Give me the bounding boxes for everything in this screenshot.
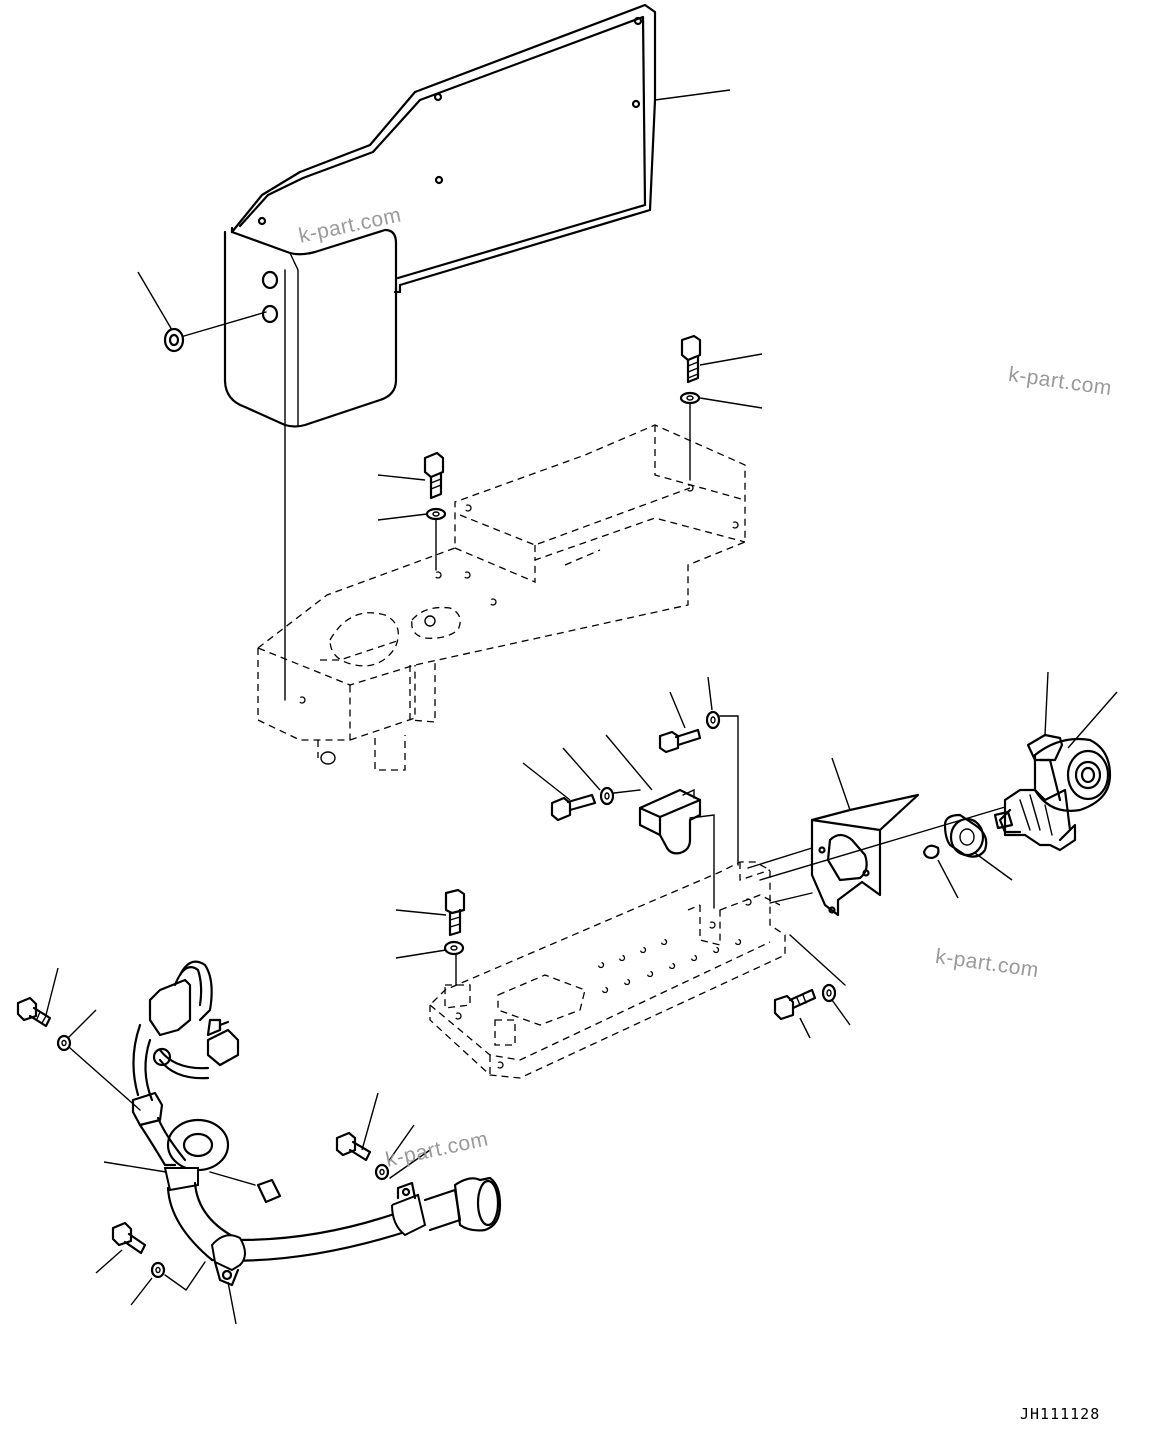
switch-assembly bbox=[993, 733, 1112, 852]
small-bracket bbox=[638, 788, 702, 855]
angle-cover bbox=[810, 793, 920, 917]
harness-bolt-3 bbox=[111, 1221, 166, 1279]
harness-bolt-1 bbox=[16, 996, 72, 1052]
plate-bolt-lower bbox=[773, 983, 837, 1021]
console-base bbox=[257, 424, 746, 771]
bracket-bolt-lower bbox=[550, 786, 615, 822]
knob bbox=[943, 813, 988, 858]
plate-bolt-upper bbox=[443, 888, 466, 956]
bracket-plate bbox=[429, 861, 786, 1079]
wire-harness bbox=[131, 960, 502, 1287]
drawing-code: JH111128 bbox=[1020, 1405, 1101, 1423]
console-bolt-left bbox=[423, 451, 447, 521]
cover-panel bbox=[223, 3, 657, 428]
key-clip bbox=[922, 844, 940, 860]
bracket-bolt-upper bbox=[658, 710, 721, 754]
harness-bolt-2 bbox=[335, 1131, 390, 1181]
console-bolt-right bbox=[679, 334, 702, 405]
cover-screw bbox=[163, 327, 185, 353]
